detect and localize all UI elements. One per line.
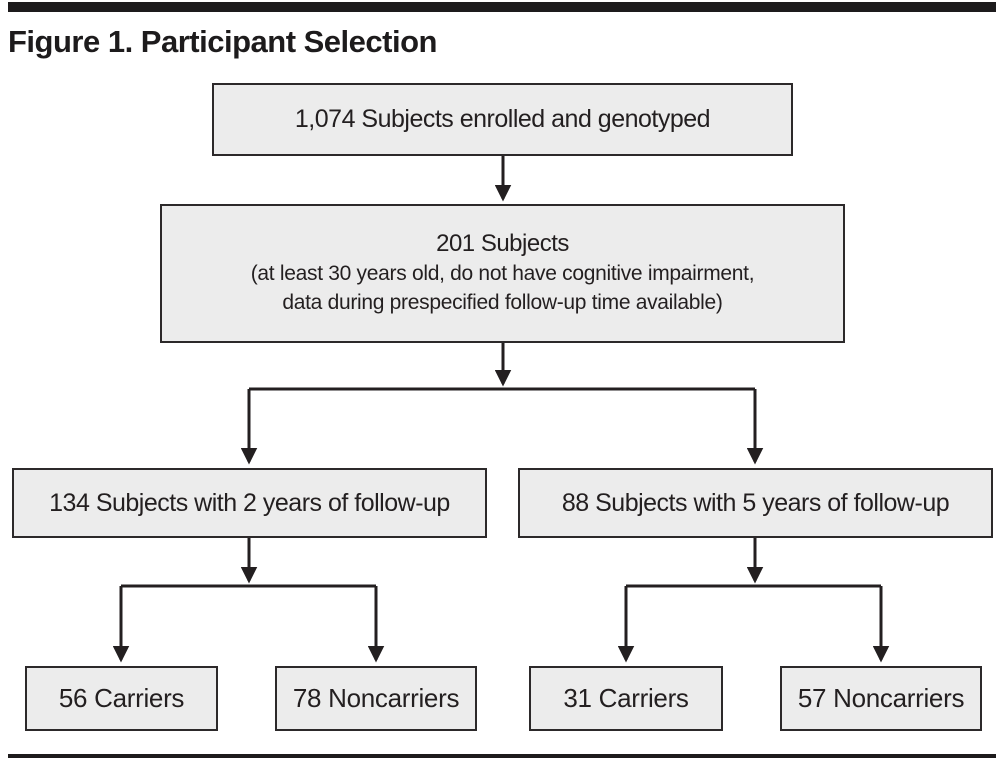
node-followup-2y-label: 134 Subjects with 2 years of follow-up <box>49 488 450 517</box>
node-enrolled-label: 1,074 Subjects enrolled and genotyped <box>294 105 711 134</box>
node-eligible-label: 201 Subjects <box>436 229 569 257</box>
node-eligible-criteria-line1: (at least 30 years old, do not have cogn… <box>250 262 755 286</box>
node-followup-2-years: 134 Subjects with 2 years of follow-up <box>12 468 487 538</box>
node-followup-5-years: 88 Subjects with 5 years of follow-up <box>518 468 993 538</box>
node-noncarriers-2y: 78 Noncarriers <box>275 666 477 731</box>
node-eligible-subjects: 201 Subjects (at least 30 years old, do … <box>160 204 845 343</box>
bottom-rule <box>8 754 996 758</box>
node-carriers-5y: 31 Carriers <box>529 666 723 731</box>
node-noncarriers-5y: 57 Noncarriers <box>780 666 982 731</box>
node-followup-5y-label: 88 Subjects with 5 years of follow-up <box>561 488 950 517</box>
node-noncarriers-5y-label: 57 Noncarriers <box>797 682 965 713</box>
node-eligible-criteria-line2: data during prespecified follow-up time … <box>282 290 723 314</box>
figure-title: Figure 1. Participant Selection <box>8 24 437 59</box>
node-enrolled-genotyped: 1,074 Subjects enrolled and genotyped <box>212 83 793 156</box>
node-carriers-2y-label: 56 Carriers <box>58 682 185 713</box>
node-carriers-5y-label: 31 Carriers <box>563 682 689 713</box>
top-rule <box>8 2 996 12</box>
node-noncarriers-2y-label: 78 Noncarriers <box>292 682 460 713</box>
node-carriers-2y: 56 Carriers <box>25 666 218 731</box>
